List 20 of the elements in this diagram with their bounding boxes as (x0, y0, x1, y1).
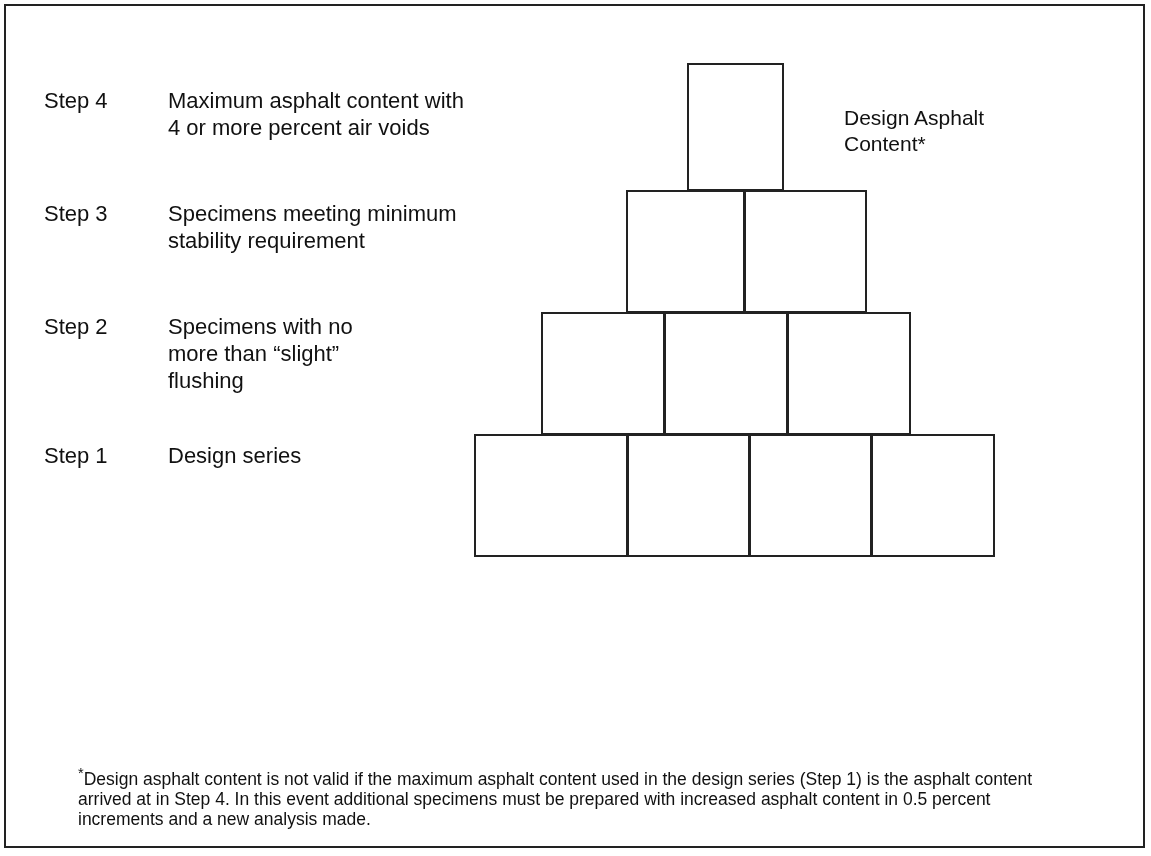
step-label: Step 1 (44, 442, 109, 469)
step-label: Step 4 (44, 87, 109, 114)
specimen-box (749, 434, 872, 557)
specimen-box (744, 190, 867, 313)
step-description: Specimens meeting minimum stability requirement (168, 200, 458, 254)
specimen-box (787, 312, 911, 435)
step-description: Specimens with no more than “slight” flushing (168, 313, 354, 394)
specimen-box (474, 434, 628, 557)
specimen-box (541, 312, 665, 435)
step-description: Maximum asphalt content with 4 or more percent air voids (168, 87, 465, 141)
specimen-box (871, 434, 995, 557)
step-label: Step 3 (44, 200, 109, 227)
specimen-box (687, 63, 784, 191)
step-label: Step 2 (44, 313, 109, 340)
specimen-box (664, 312, 788, 435)
specimen-box (626, 190, 745, 313)
step-description: Design series (168, 442, 303, 469)
specimen-box (627, 434, 750, 557)
footnote: $^{*}$Design asphalt content is not valid if the maximum asphalt content used in the design series (Step 1) is the asphalt content arrived at in Step 4. In this event additional specimens must be prepared with increased asphalt content in 0.5 percent increments and a new analysis made. (78, 764, 1034, 829)
result-caption: Design Asphalt Content* (844, 105, 986, 157)
